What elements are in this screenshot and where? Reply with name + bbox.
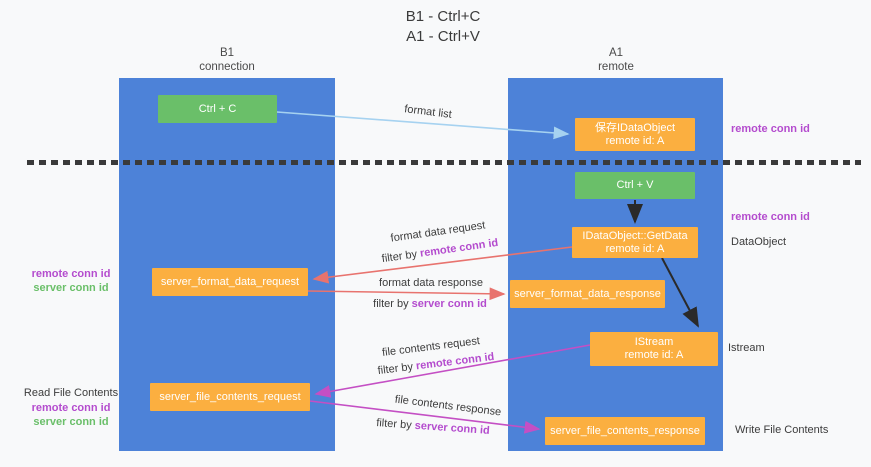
node-save-dataobject-line2: remote id: A (605, 134, 665, 147)
node-istream-line2: remote id: A (624, 349, 684, 361)
lane-header-a1: A1 remote (598, 46, 634, 74)
label-format-response-filter-prefix: filter by (373, 298, 412, 310)
node-istream-line1: IStream (634, 336, 674, 348)
label-file-request-filter-value: remote conn id (415, 350, 495, 373)
label-format-response-filter: filter by server conn id (373, 298, 487, 310)
node-server-file-contents-request: server_file_contents_request (150, 383, 310, 411)
label-right-remote-conn-id-mid: remote conn id (731, 211, 810, 223)
node-getdata: IDataObject::GetData remote id: A (572, 227, 698, 258)
label-format-request-filter-value: remote conn id (419, 236, 499, 260)
label-left-remote-conn-id-2: remote conn id (31, 402, 111, 414)
title-line-1: B1 - Ctrl+C (405, 8, 481, 25)
node-save-dataobject: 保存IDataObject remote id: A (575, 118, 695, 151)
label-format-request-filter-prefix: filter by (381, 247, 421, 266)
label-format-list-text: format list (403, 103, 453, 121)
lane-a1-name: A1 (608, 47, 624, 59)
label-write-file-contents: Write File Contents (735, 424, 829, 436)
node-server-format-data-response-label: server_format_data_response (514, 287, 661, 300)
label-istream: Istream (728, 342, 765, 354)
label-left-remote-conn-id-1: remote conn id (31, 268, 111, 280)
label-file-contents-response: file contents response (394, 394, 502, 419)
node-ctrl-v: Ctrl + V (575, 172, 695, 199)
label-file-response-filter: filter by server conn id (376, 417, 490, 437)
node-server-file-contents-response: server_file_contents_response (545, 417, 705, 445)
lane-b1-name: B1 (219, 47, 235, 59)
label-file-request-filter-prefix: filter by (377, 360, 417, 378)
label-read-file-contents: Read File Contents (23, 387, 119, 399)
label-file-response-filter-prefix: filter by (375, 417, 416, 432)
node-server-format-data-response: server_format_data_response (510, 280, 665, 308)
lane-a1-role: remote (598, 61, 634, 73)
node-save-dataobject-line1: 保存IDataObject (594, 121, 676, 134)
label-left-server-conn-id-1: server conn id (33, 282, 109, 294)
label-format-data-response: format data response (379, 277, 483, 289)
node-ctrl-c: Ctrl + C (158, 95, 277, 123)
node-server-file-contents-request-label: server_file_contents_request (159, 390, 301, 403)
node-istream: IStream remote id: A (590, 332, 718, 366)
node-server-format-data-request: server_format_data_request (152, 268, 308, 296)
node-ctrl-v-label: Ctrl + V (616, 179, 654, 191)
label-left-server-conn-id-2: server conn id (33, 416, 109, 428)
label-format-data-response-text: format data response (379, 277, 483, 289)
node-getdata-line1: IDataObject::GetData (582, 229, 688, 242)
label-dataobject: DataObject (731, 236, 787, 248)
label-right-remote-conn-id-top: remote conn id (731, 123, 810, 135)
diagram-title: B1 - Ctrl+C A1 - Ctrl+V (406, 7, 481, 47)
node-ctrl-c-label: Ctrl + C (198, 102, 237, 115)
label-file-contents-response-text: file contents response (394, 393, 502, 419)
label-file-response-filter-value: server conn id (414, 419, 491, 437)
lane-b1-role: connection (199, 61, 255, 73)
arrow-format-data-response (307, 287, 506, 301)
session-separator-line (27, 160, 861, 165)
label-format-list: format list (404, 103, 453, 121)
node-getdata-line2: remote id: A (605, 242, 665, 255)
lane-header-b1: B1 connection (199, 46, 255, 74)
node-server-format-data-request-label: server_format_data_request (160, 275, 300, 288)
node-server-file-contents-response-label: server_file_contents_response (550, 424, 700, 437)
label-format-response-filter-value: server conn id (411, 298, 487, 310)
title-line-2: A1 - Ctrl+V (406, 28, 480, 45)
